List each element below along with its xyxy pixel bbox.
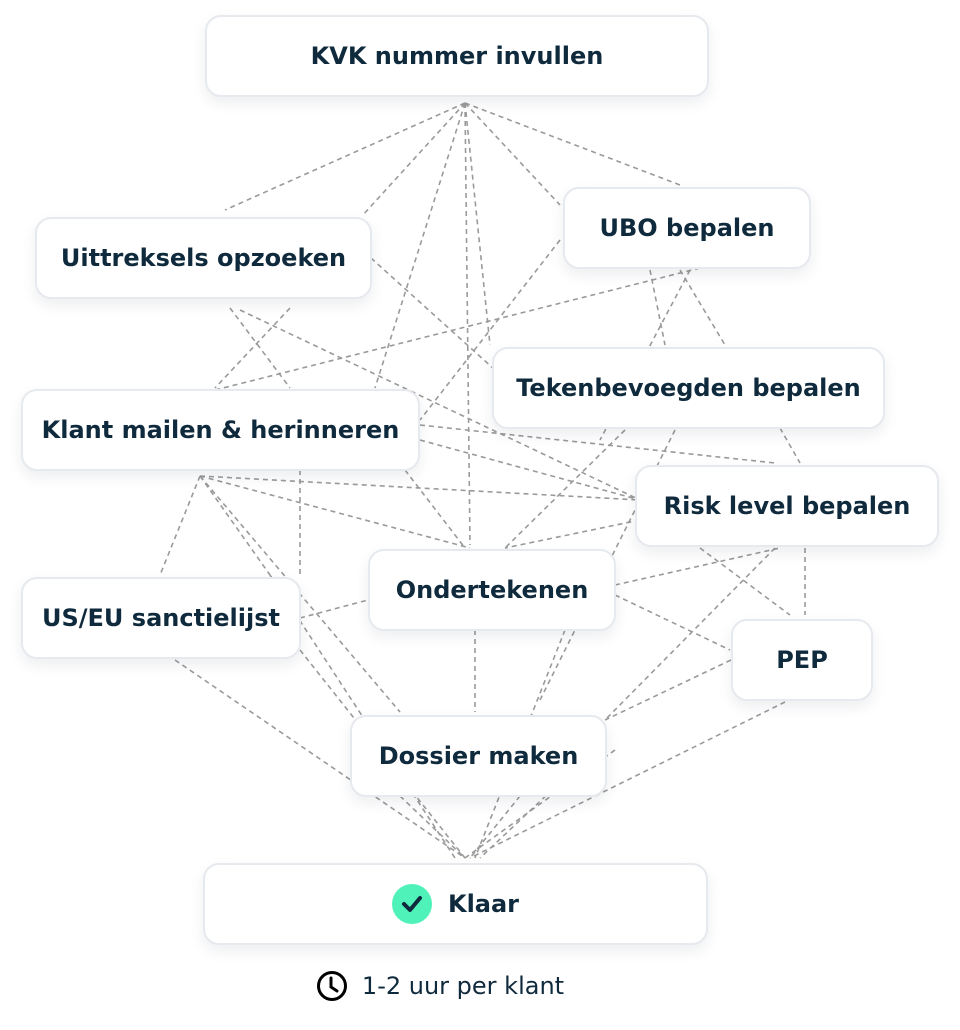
step-label: Tekenbevoegden bepalen xyxy=(516,374,861,402)
connector-line xyxy=(214,267,701,391)
step-dossier: Dossier maken xyxy=(350,715,607,797)
connector-line xyxy=(464,102,491,346)
connector-line xyxy=(361,102,466,217)
step-label: Ondertekenen xyxy=(395,576,589,604)
duration-text: 1-2 uur per klant xyxy=(361,972,565,1000)
step-sanctielijst: US/EU sanctielijst xyxy=(21,577,301,659)
step-tekenbevoegden: Tekenbevoegden bepalen xyxy=(492,347,885,429)
connector-line xyxy=(679,269,726,346)
connector-line xyxy=(224,102,466,211)
connector-line xyxy=(464,102,681,186)
connector-line xyxy=(199,475,641,501)
connector-line xyxy=(614,547,781,586)
step-klaar: Klaar xyxy=(203,863,708,945)
connector-line xyxy=(464,102,561,206)
connector-line xyxy=(604,659,732,721)
connector-line xyxy=(374,102,466,389)
connector-line xyxy=(404,469,466,549)
step-label: Risk level bepalen xyxy=(663,492,911,520)
connector-line xyxy=(604,547,776,721)
step-ondertekenen: Ondertekenen xyxy=(368,549,616,631)
step-label: Uittreksels opzoeken xyxy=(60,244,347,272)
step-label: KVK nummer invullen xyxy=(310,42,604,70)
step-klant-mailen: Klant mailen & herinneren xyxy=(21,389,420,471)
connector-line xyxy=(504,429,626,549)
connector-line xyxy=(474,629,566,859)
connector-line xyxy=(419,439,641,501)
step-risk-level: Risk level bepalen xyxy=(635,465,939,547)
connector-line xyxy=(199,475,471,549)
connector-line xyxy=(419,239,561,421)
step-label: Klaar xyxy=(447,890,520,918)
connector-line xyxy=(199,475,271,576)
connector-line xyxy=(174,659,466,859)
connector-line xyxy=(370,257,496,371)
connector-line xyxy=(464,102,471,546)
connector-line xyxy=(399,795,466,859)
connector-line xyxy=(469,795,521,859)
connector-line xyxy=(469,701,786,859)
connector-line xyxy=(214,307,291,389)
step-pep: PEP xyxy=(731,619,873,701)
clock-icon xyxy=(316,971,347,1001)
step-uittreksels: Uittreksels opzoeken xyxy=(35,217,372,299)
step-ubo: UBO bepalen xyxy=(563,187,811,269)
connector-line xyxy=(614,594,731,651)
connector-line xyxy=(229,307,291,389)
step-label: US/EU sanctielijst xyxy=(42,604,280,632)
step-kvk-nummer: KVK nummer invullen xyxy=(205,15,709,97)
check-icon xyxy=(391,884,432,924)
connector-line xyxy=(649,269,666,346)
step-label: Klant mailen & herinneren xyxy=(41,416,400,444)
connector-line xyxy=(159,475,201,576)
connector-line xyxy=(239,309,641,501)
duration-note: 1-2 uur per klant xyxy=(0,970,880,1002)
step-label: UBO bepalen xyxy=(599,214,775,242)
connector-line xyxy=(299,599,369,619)
step-label: PEP xyxy=(776,646,828,674)
connector-line xyxy=(504,519,641,549)
connector-line xyxy=(779,427,801,464)
connector-line xyxy=(419,424,776,464)
step-label: Dossier maken xyxy=(378,742,579,770)
connector-line xyxy=(699,547,791,616)
